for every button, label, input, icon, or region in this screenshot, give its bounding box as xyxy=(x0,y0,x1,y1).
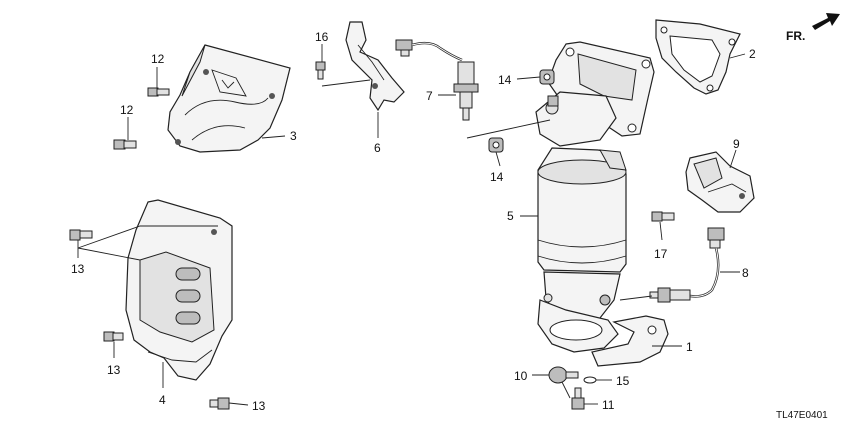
callout-8: 8 xyxy=(742,266,749,280)
nut-14-lower xyxy=(488,137,504,153)
bolt-17 xyxy=(651,211,675,222)
callout-5: 5 xyxy=(507,209,514,223)
callout-13-upper: 13 xyxy=(71,262,85,276)
lower-oxygen-sensor xyxy=(649,227,725,303)
callout-16: 16 xyxy=(315,30,329,44)
callout-17: 17 xyxy=(654,247,668,261)
callout-1: 1 xyxy=(686,340,693,354)
bolt-13-lower xyxy=(209,397,230,410)
front-direction-indicator: FR. xyxy=(786,13,840,43)
manifold-flange xyxy=(535,41,655,147)
callout-2: 2 xyxy=(749,47,756,61)
bolt-12-lower xyxy=(113,139,137,150)
callout-11: 11 xyxy=(602,398,615,412)
bolt-16 xyxy=(315,61,326,80)
converter-outlet-flange xyxy=(537,271,621,353)
callout-3: 3 xyxy=(290,129,297,143)
upper-heat-shield xyxy=(167,44,291,153)
manifold-gasket xyxy=(655,19,741,95)
callout-13-lower: 13 xyxy=(252,399,266,413)
washer-15 xyxy=(583,376,597,384)
lower-bracket xyxy=(591,315,669,367)
callout-12-lower: 12 xyxy=(120,103,134,117)
bolt-10 xyxy=(548,366,579,384)
callout-labels: 12 12 3 16 6 7 14 14 2 5 9 17 8 1 10 15 … xyxy=(71,30,756,413)
lower-heat-shield xyxy=(125,199,233,381)
leader-lines xyxy=(77,44,746,406)
bolt-13-middle xyxy=(103,331,124,342)
callout-7: 7 xyxy=(426,89,433,103)
nut-14-upper xyxy=(539,69,555,85)
callout-9: 9 xyxy=(733,137,740,151)
front-arrow-icon xyxy=(812,13,840,30)
callout-14-lower: 14 xyxy=(490,170,504,184)
sensor-bracket xyxy=(345,21,405,112)
bolt-12-upper xyxy=(147,87,170,97)
bolt-11 xyxy=(571,387,585,410)
diagram-code: TL47E0401 xyxy=(776,410,828,421)
callout-6: 6 xyxy=(374,141,381,155)
catalytic-converter xyxy=(537,147,627,273)
callout-13-middle: 13 xyxy=(107,363,121,377)
connector-bracket xyxy=(685,151,755,213)
callout-4: 4 xyxy=(159,393,166,407)
callout-15: 15 xyxy=(616,374,630,388)
callout-10: 10 xyxy=(514,369,528,383)
callout-12-upper: 12 xyxy=(151,52,165,66)
bolt-13-upper xyxy=(69,229,93,241)
callout-14-upper: 14 xyxy=(498,73,512,87)
upper-oxygen-sensor xyxy=(395,39,479,121)
direction-label: FR. xyxy=(786,29,805,43)
